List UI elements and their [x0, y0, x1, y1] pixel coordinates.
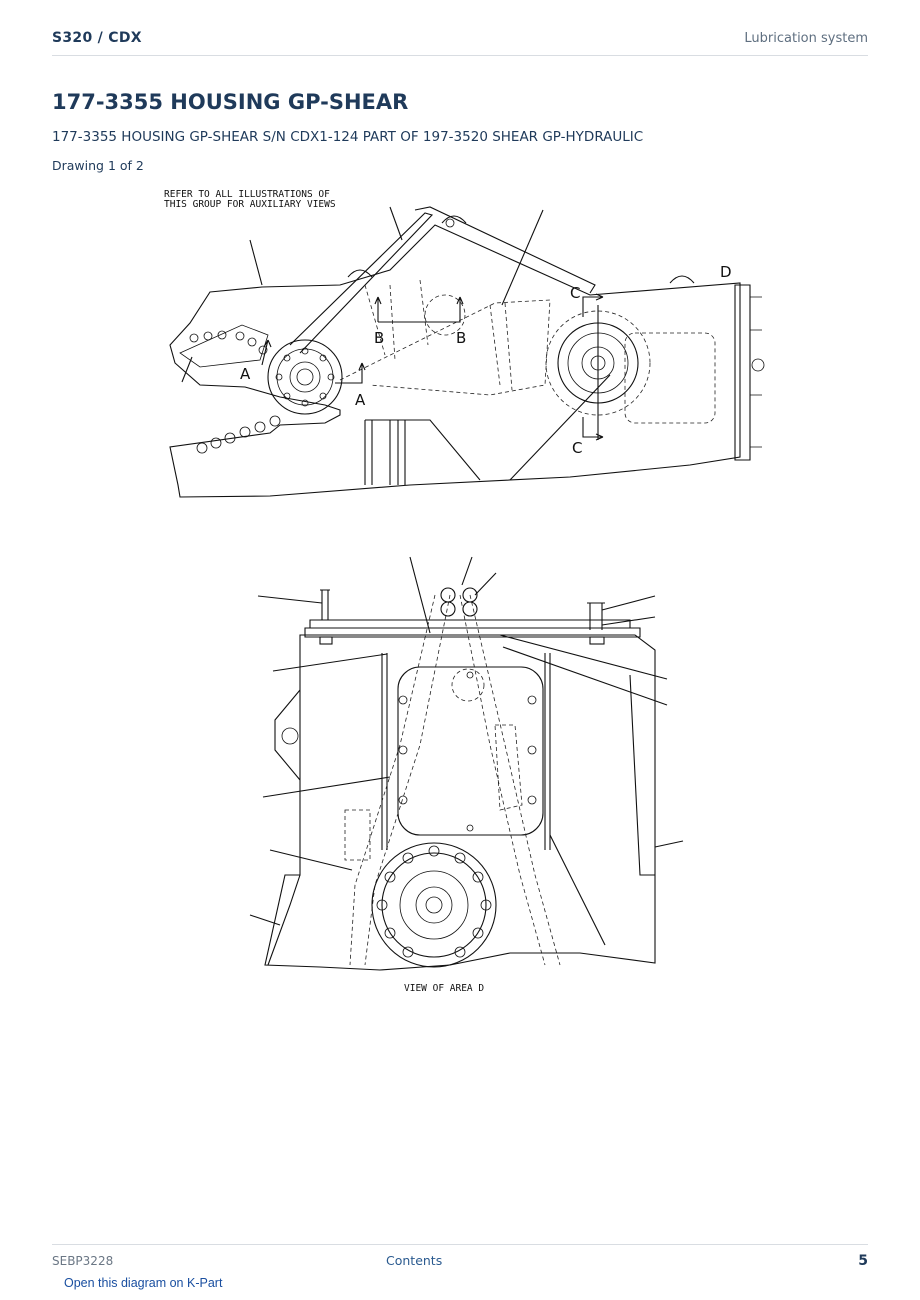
callout-leader [502, 646, 668, 706]
section-letter-a-right: A [355, 391, 366, 409]
callout-leader [249, 914, 281, 926]
diagram-note-line1: REFER TO ALL ILLUSTRATIONS OF [164, 189, 330, 200]
drawing-label: Drawing 1 of 2 [52, 158, 144, 173]
callout-leader [501, 209, 544, 306]
callout-leader [499, 634, 668, 680]
page-title: 177-3355 HOUSING GP-SHEAR [52, 90, 409, 114]
page-subtitle: 177-3355 HOUSING GP-SHEAR S/N CDX1-124 P… [52, 129, 644, 145]
model-label: S320 / CDX [52, 30, 142, 46]
diagram-note-line2: THIS GROUP FOR AUXILIARY VIEWS [164, 199, 336, 210]
section-letter-b-left: B [374, 329, 384, 347]
page-header: S320 / CDX Lubrication system [52, 28, 868, 56]
shear-housing-drawing: REFER TO ALL ILLUSTRATIONS OF THIS GROUP… [164, 189, 765, 994]
section-label: Lubrication system [744, 31, 868, 46]
section-letter-a-left: A [240, 365, 251, 383]
callout-leader [257, 595, 323, 604]
parts-diagram: REFER TO ALL ILLUSTRATIONS OF THIS GROUP… [150, 185, 780, 1005]
page-footer: SEBP3228 Contents 5 [52, 1244, 868, 1275]
callout-leader [389, 206, 403, 241]
callout-leader [654, 840, 684, 848]
section-letter-c-bottom: C [572, 439, 582, 457]
callout-leader [409, 556, 431, 634]
callout-leader [601, 616, 656, 626]
housing-side-view: A A B B C C D [169, 206, 765, 498]
callout-leader [461, 556, 473, 586]
page-number: 5 [858, 1253, 868, 1269]
callout-leader [272, 653, 388, 672]
callout-leader [474, 572, 497, 596]
callout-leader [601, 595, 656, 611]
callout-leader [262, 776, 391, 798]
document-id: SEBP3228 [52, 1254, 114, 1268]
section-letter-c-top: C [570, 284, 580, 302]
contents-link[interactable]: Contents [386, 1253, 443, 1268]
section-letter-b-right: B [456, 329, 466, 347]
callout-leader [181, 356, 193, 383]
callout-leader [269, 849, 353, 871]
callout-leader [249, 239, 263, 286]
section-letter-d: D [720, 263, 732, 281]
kpart-link[interactable]: Open this diagram on K-Part [64, 1276, 223, 1290]
view-caption: VIEW OF AREA D [404, 983, 484, 994]
area-d-view: VIEW OF AREA D [249, 556, 684, 994]
